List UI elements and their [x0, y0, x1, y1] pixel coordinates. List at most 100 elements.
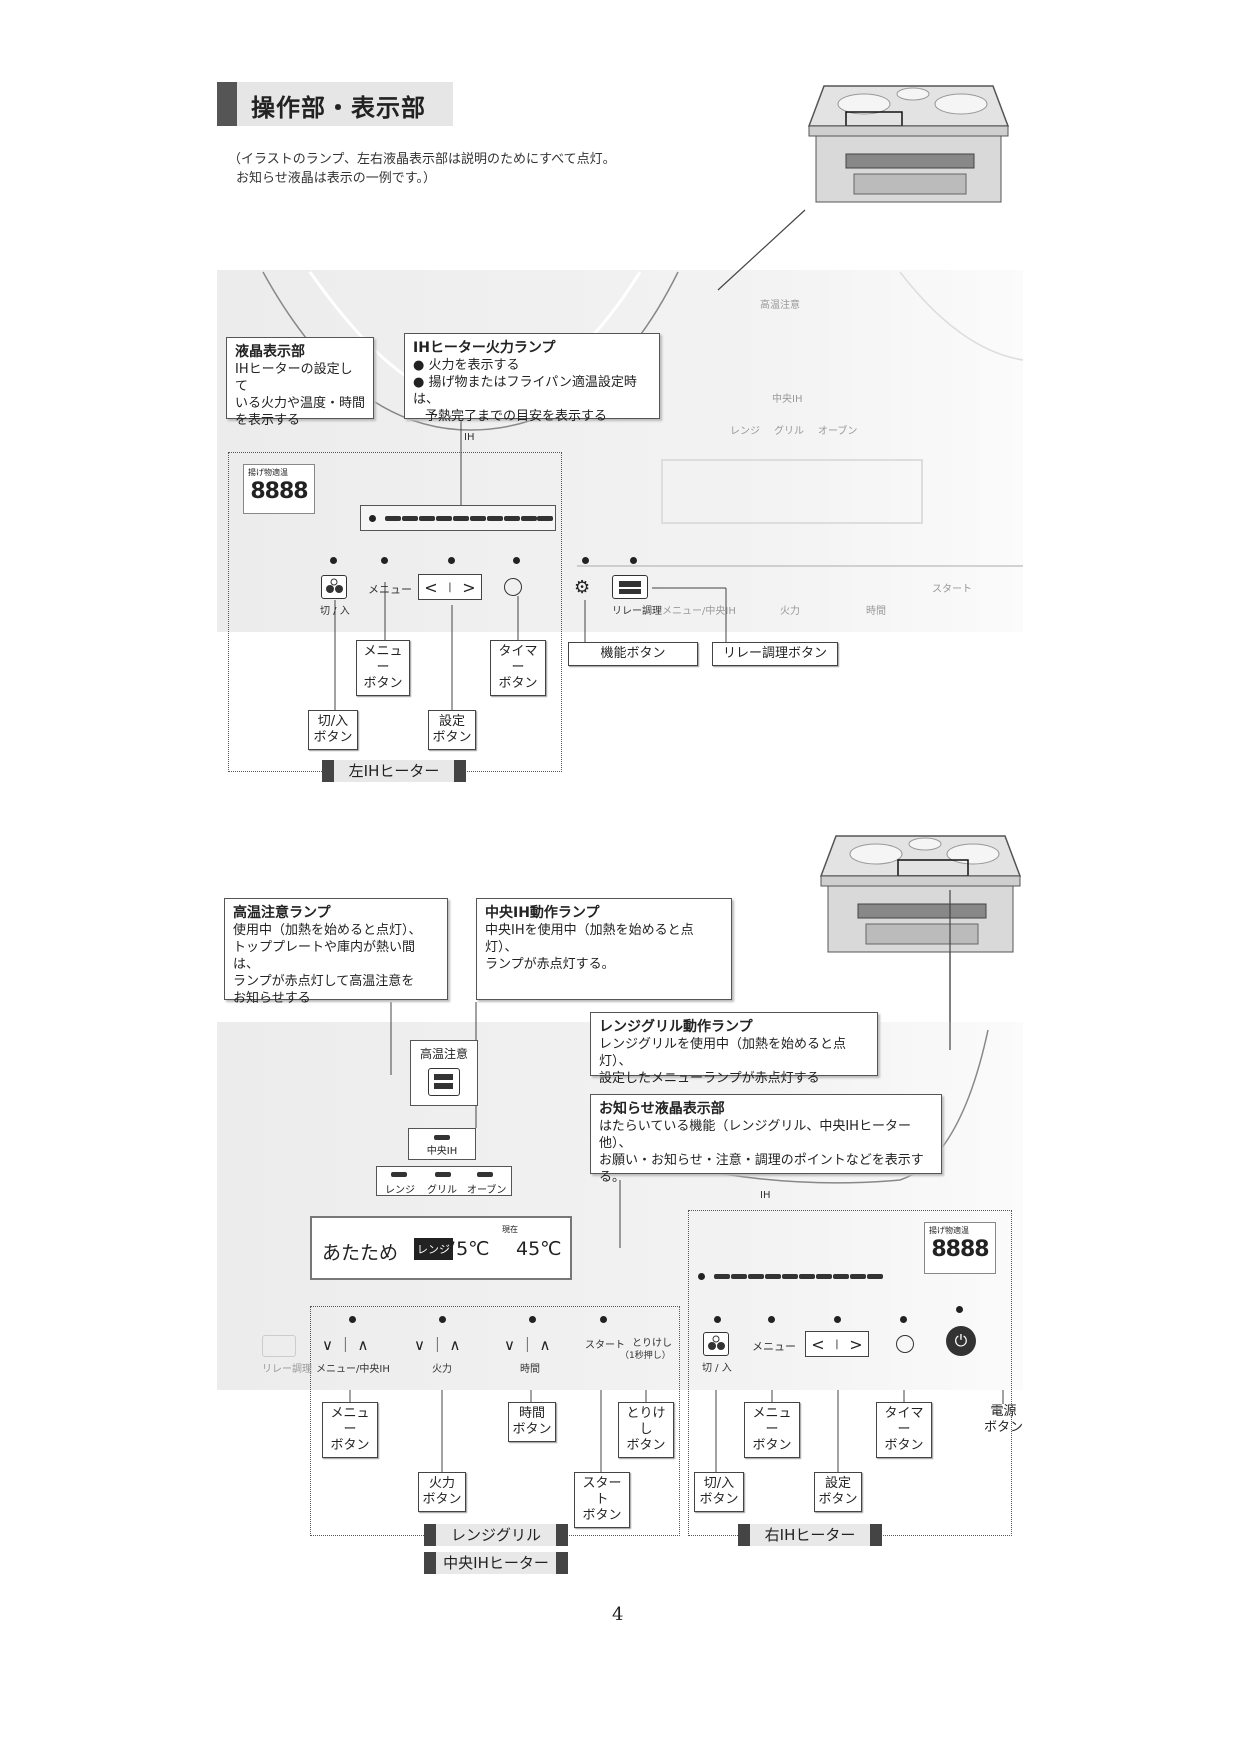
fire-lamp [402, 516, 418, 521]
r-kirinyu-button-label: 切/入ボタン [694, 1472, 744, 1512]
right-arrow-icon[interactable]: > [849, 1334, 863, 1354]
kirinyu-label: 切 / 入 [702, 1363, 732, 1374]
power-level-button-label: 火力ボタン [418, 1472, 466, 1512]
menu-label: メニュー [752, 1340, 796, 1353]
fire-lamp [698, 1273, 705, 1280]
fire-lamp [714, 1274, 730, 1279]
oven-label-faded: オーブン [818, 426, 858, 437]
burner-icon[interactable] [321, 575, 347, 599]
ih-label: IH [464, 432, 475, 443]
timer-icon[interactable] [504, 578, 522, 596]
fire-lamp [487, 516, 503, 521]
display-current-label: 現在 [502, 1225, 518, 1234]
burner-glyph [326, 578, 343, 593]
label-line: ボタン [432, 730, 472, 745]
indicator-lamp [582, 557, 589, 564]
right-arrow-icon[interactable]: > [462, 577, 476, 597]
time-button-label: 時間ボタン [508, 1402, 556, 1442]
label-line: 切/入 [703, 1476, 735, 1491]
display-set-temp: 75℃ [444, 1238, 490, 1260]
indicator-lamp [439, 1316, 446, 1323]
timer-icon[interactable] [896, 1335, 914, 1353]
label-line: 設定 [824, 1476, 851, 1491]
relay-icon[interactable] [612, 575, 648, 599]
fire-lamp [385, 516, 401, 521]
label-line: ボタン [626, 1438, 666, 1453]
menu-center-arrows[interactable]: ∨ ｜ ∧ [322, 1336, 369, 1354]
cooktop-illustration [806, 82, 1011, 206]
left-arrow-icon[interactable]: < [424, 577, 438, 597]
fire-lamp [850, 1274, 866, 1279]
kouon-callout: 高温注意ランプ 使用中（加熱を始めると点灯）、 トッププレートや庫内が熱い間は、… [224, 898, 448, 1006]
callout-line: はたらいている機能（レンジグリル、中央IHヒーター他）、 [599, 1119, 911, 1151]
fire-lamp [419, 516, 435, 521]
callout-line: お願い・お知らせ・注意・調理のポイントなどを表示する。 [599, 1153, 924, 1185]
label-line: ボタン [330, 1438, 370, 1453]
cancel-label[interactable]: とりけし [632, 1338, 672, 1349]
r-timer-button-label: タイマーボタン [876, 1402, 932, 1458]
ih-lamp-callout: IHヒーター火力ランプ ● 火力を表示する ● 揚げ物またはフライパン適温設定時… [404, 333, 660, 424]
timer-button-label: タイマーボタン [490, 640, 546, 696]
range-label-faded: レンジ [730, 426, 760, 437]
grill-label-faded: グリル [774, 426, 804, 437]
label-line: 切/入 [317, 714, 349, 729]
kinou-button-label: 機能ボタン [568, 642, 698, 666]
left-fire-lamps [360, 505, 556, 531]
power-icon[interactable]: ⏻ [946, 1326, 976, 1356]
note-line: お知らせ液晶は表示の一例です。） [236, 171, 436, 186]
callout-title: 中央IH動作ランプ [485, 905, 600, 921]
title-marker [217, 82, 237, 126]
power-level-arrows[interactable]: ∨ ｜ ∧ [414, 1336, 461, 1354]
callout-title: 高温注意ランプ [233, 905, 331, 921]
kouon-label: 高温注意 [419, 1047, 468, 1061]
burner-icon[interactable] [703, 1332, 729, 1356]
menu-button-label: メニューボタン [356, 640, 410, 696]
start-label[interactable]: スタート [585, 1340, 625, 1351]
menu-label: メニュー [368, 583, 412, 596]
chuo-lamp: 中央IH [408, 1128, 476, 1160]
gear-icon[interactable]: ⚙ [574, 577, 591, 598]
callout-line: IHヒーターの設定して [235, 362, 353, 394]
fire-lamp [470, 516, 486, 521]
label-line: メニュー [330, 1406, 370, 1437]
callout-title: IHヒーター火力ランプ [413, 340, 556, 356]
left-arrow-icon[interactable]: < [811, 1334, 825, 1354]
menu-center-label: メニュー/中央IH [316, 1364, 390, 1375]
settei-arrows[interactable]: <|> [805, 1331, 869, 1357]
callout-line: 中央IHを使用中（加熱を始めると点灯）、 [485, 923, 694, 955]
callout-line: ランプが赤点灯して高温注意を [233, 974, 415, 989]
left-ih-section-tag: 左IHヒーター [322, 760, 466, 782]
callout-line: トッププレートや庫内が熱い間は、 [233, 940, 416, 972]
indicator-lamp [768, 1316, 775, 1323]
fire-lamp [799, 1274, 815, 1279]
indicator-lamp [714, 1316, 721, 1323]
lcd-digits: 8888 [931, 1237, 989, 1262]
label-line: ボタン [422, 1492, 462, 1507]
range-lamp [391, 1172, 407, 1177]
menu-button-label: メニューボタン [322, 1402, 378, 1458]
cancel-sub-label: （1秒押し） [620, 1351, 671, 1361]
time-arrows[interactable]: ∨ ｜ ∧ [504, 1336, 551, 1354]
divider: | [448, 581, 452, 593]
callout-title: レンジグリル動作ランプ [599, 1019, 753, 1035]
kirinyu-label: 切 / 入 [320, 606, 350, 617]
fire-lamp [453, 516, 469, 521]
page-title-bar: 操作部・表示部 [217, 82, 453, 126]
label-line: メニュー [752, 1406, 792, 1437]
label-line: ボタン [818, 1492, 858, 1507]
callout-title: お知らせ液晶表示部 [599, 1101, 725, 1117]
fire-lamp [833, 1274, 849, 1279]
indicator-lamp [630, 557, 637, 564]
callout-line: お知らせする [233, 991, 311, 1006]
fire-lamp [731, 1274, 747, 1279]
power-level-label: 火力 [780, 606, 800, 617]
cancel-button-label: とりけしボタン [618, 1402, 674, 1458]
settei-arrows[interactable]: < | > [418, 574, 482, 600]
relay-label: リレー調理 [612, 606, 662, 617]
indicator-lamp [900, 1316, 907, 1323]
display-current-temp: 45℃ [516, 1238, 562, 1260]
menu-center-label: メニュー/中央IH [662, 606, 736, 617]
right-fire-lamps [696, 1268, 886, 1286]
left-lcd: 揚げ物適温 8888 [243, 464, 315, 514]
